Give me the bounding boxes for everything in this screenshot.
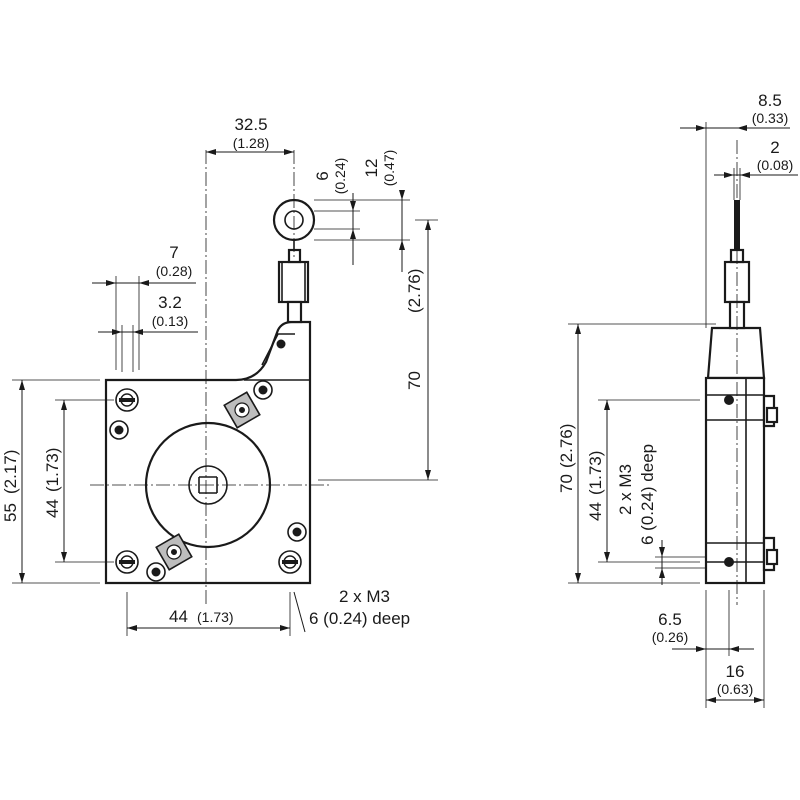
side-dimension-2-inch: (0.08) xyxy=(757,157,794,173)
thread-note-front: 2 x M3 6 (0.24) deep xyxy=(293,587,410,633)
cable-outlet-tip xyxy=(287,248,302,264)
side-dimension-16: 16 (0.63) xyxy=(706,590,765,708)
dimension-32-5-value: 32.5 xyxy=(234,115,267,134)
mounting-bolt-bottom-left xyxy=(115,550,139,574)
side-dimension-8-5: 8.5 (0.33) xyxy=(680,91,790,328)
thread-note-side-line2: 6 (0.24) deep xyxy=(638,444,657,545)
side-view: 8.5 (0.33) 2 (0.08) 70 (2.76) xyxy=(557,91,798,708)
dimension-7: 7 (0.28) xyxy=(92,243,196,370)
mounting-bolt-bottom-right xyxy=(278,550,302,574)
dimension-12-inch: (0.47) xyxy=(381,150,397,187)
dimension-3-2-value: 3.2 xyxy=(158,293,182,312)
dimension-55-inch: (2.17) xyxy=(1,450,20,494)
dimension-12-value: 12 xyxy=(362,159,381,178)
side-dimension-2: 2 (0.08) xyxy=(714,138,798,200)
side-dimension-6-5-value: 6.5 xyxy=(658,610,682,629)
cable-guide-roller-top xyxy=(223,391,261,429)
side-dimension-44-inch: (1.73) xyxy=(586,451,605,495)
side-housing-upper xyxy=(706,326,766,380)
dimension-70-value: 70 xyxy=(405,371,424,390)
thread-note-side: 2 x M3 6 (0.24) deep xyxy=(616,444,705,585)
side-dimension-8-5-inch: (0.33) xyxy=(752,110,789,126)
side-dimension-44: 44 (1.73) xyxy=(586,399,700,563)
front-view: 32.5 (1.28) 6 (0.24) 12 (0.47) xyxy=(1,115,438,636)
thread-note-side-line1: 2 x M3 xyxy=(616,464,635,515)
side-dimension-6-5-inch: (0.26) xyxy=(652,629,689,645)
cable-outlet-nut xyxy=(277,260,310,304)
dimension-eyelet: 6 (0.24) 12 (0.47) xyxy=(313,150,410,272)
side-dimension-70-value: 70 xyxy=(557,474,576,493)
side-dimension-70: 70 (2.76) xyxy=(557,323,716,584)
thread-note-front-line2: 6 (0.24) deep xyxy=(309,609,410,628)
housing-chamfer-line xyxy=(261,333,295,366)
housing-screw-3 xyxy=(287,522,307,542)
dimension-6-value: 6 xyxy=(313,171,332,180)
side-dimension-16-inch: (0.63) xyxy=(717,681,754,697)
dimension-70: 70 (2.76) xyxy=(318,219,438,481)
side-housing-body xyxy=(704,376,766,585)
dimension-32-5-inch: (1.28) xyxy=(233,135,270,151)
dimension-7-inch: (0.28) xyxy=(156,263,193,279)
dimension-55-value: 55 xyxy=(1,503,20,522)
side-dimension-6-5: 6.5 (0.26) xyxy=(652,590,754,708)
dimension-32-5: 32.5 (1.28) xyxy=(206,115,294,155)
thread-note-front-line1: 2 x M3 xyxy=(339,587,390,606)
side-dimension-44-value: 44 xyxy=(586,502,605,521)
dimension-44-v-inch: (1.73) xyxy=(43,448,62,492)
dimension-55: 55 (2.17) xyxy=(1,379,100,584)
dimension-44-v-value: 44 xyxy=(43,499,62,518)
cable-outlet-sleeve xyxy=(286,300,303,324)
dimension-6-inch: (0.24) xyxy=(332,158,348,195)
side-dimension-70-inch: (2.76) xyxy=(557,424,576,468)
side-dimension-2-value: 2 xyxy=(770,138,779,157)
dimension-44-h-inch: (1.73) xyxy=(197,609,234,625)
dimension-44-horizontal: 44 (1.73) xyxy=(126,592,291,636)
side-hole-bottom xyxy=(724,557,734,567)
housing-screw-2 xyxy=(253,380,273,400)
dimension-44-vertical: 44 (1.73) xyxy=(43,399,114,563)
side-dimension-8-5-value: 8.5 xyxy=(758,91,782,110)
chamfer-screw xyxy=(276,339,286,349)
dimension-70-inch: (2.76) xyxy=(405,269,424,313)
side-dimension-16-value: 16 xyxy=(726,662,745,681)
housing-screw-1 xyxy=(109,420,129,440)
dimension-3-2-inch: (0.13) xyxy=(152,313,189,329)
dimension-44-h-value: 44 xyxy=(169,607,188,626)
dimension-3-2: 3.2 (0.13) xyxy=(98,293,198,372)
mounting-bolt-top-left xyxy=(115,388,139,412)
dimension-7-value: 7 xyxy=(169,243,178,262)
cable-guide-roller-bottom xyxy=(155,533,193,571)
side-hole-top xyxy=(724,395,734,405)
housing-screw-4 xyxy=(146,562,166,582)
